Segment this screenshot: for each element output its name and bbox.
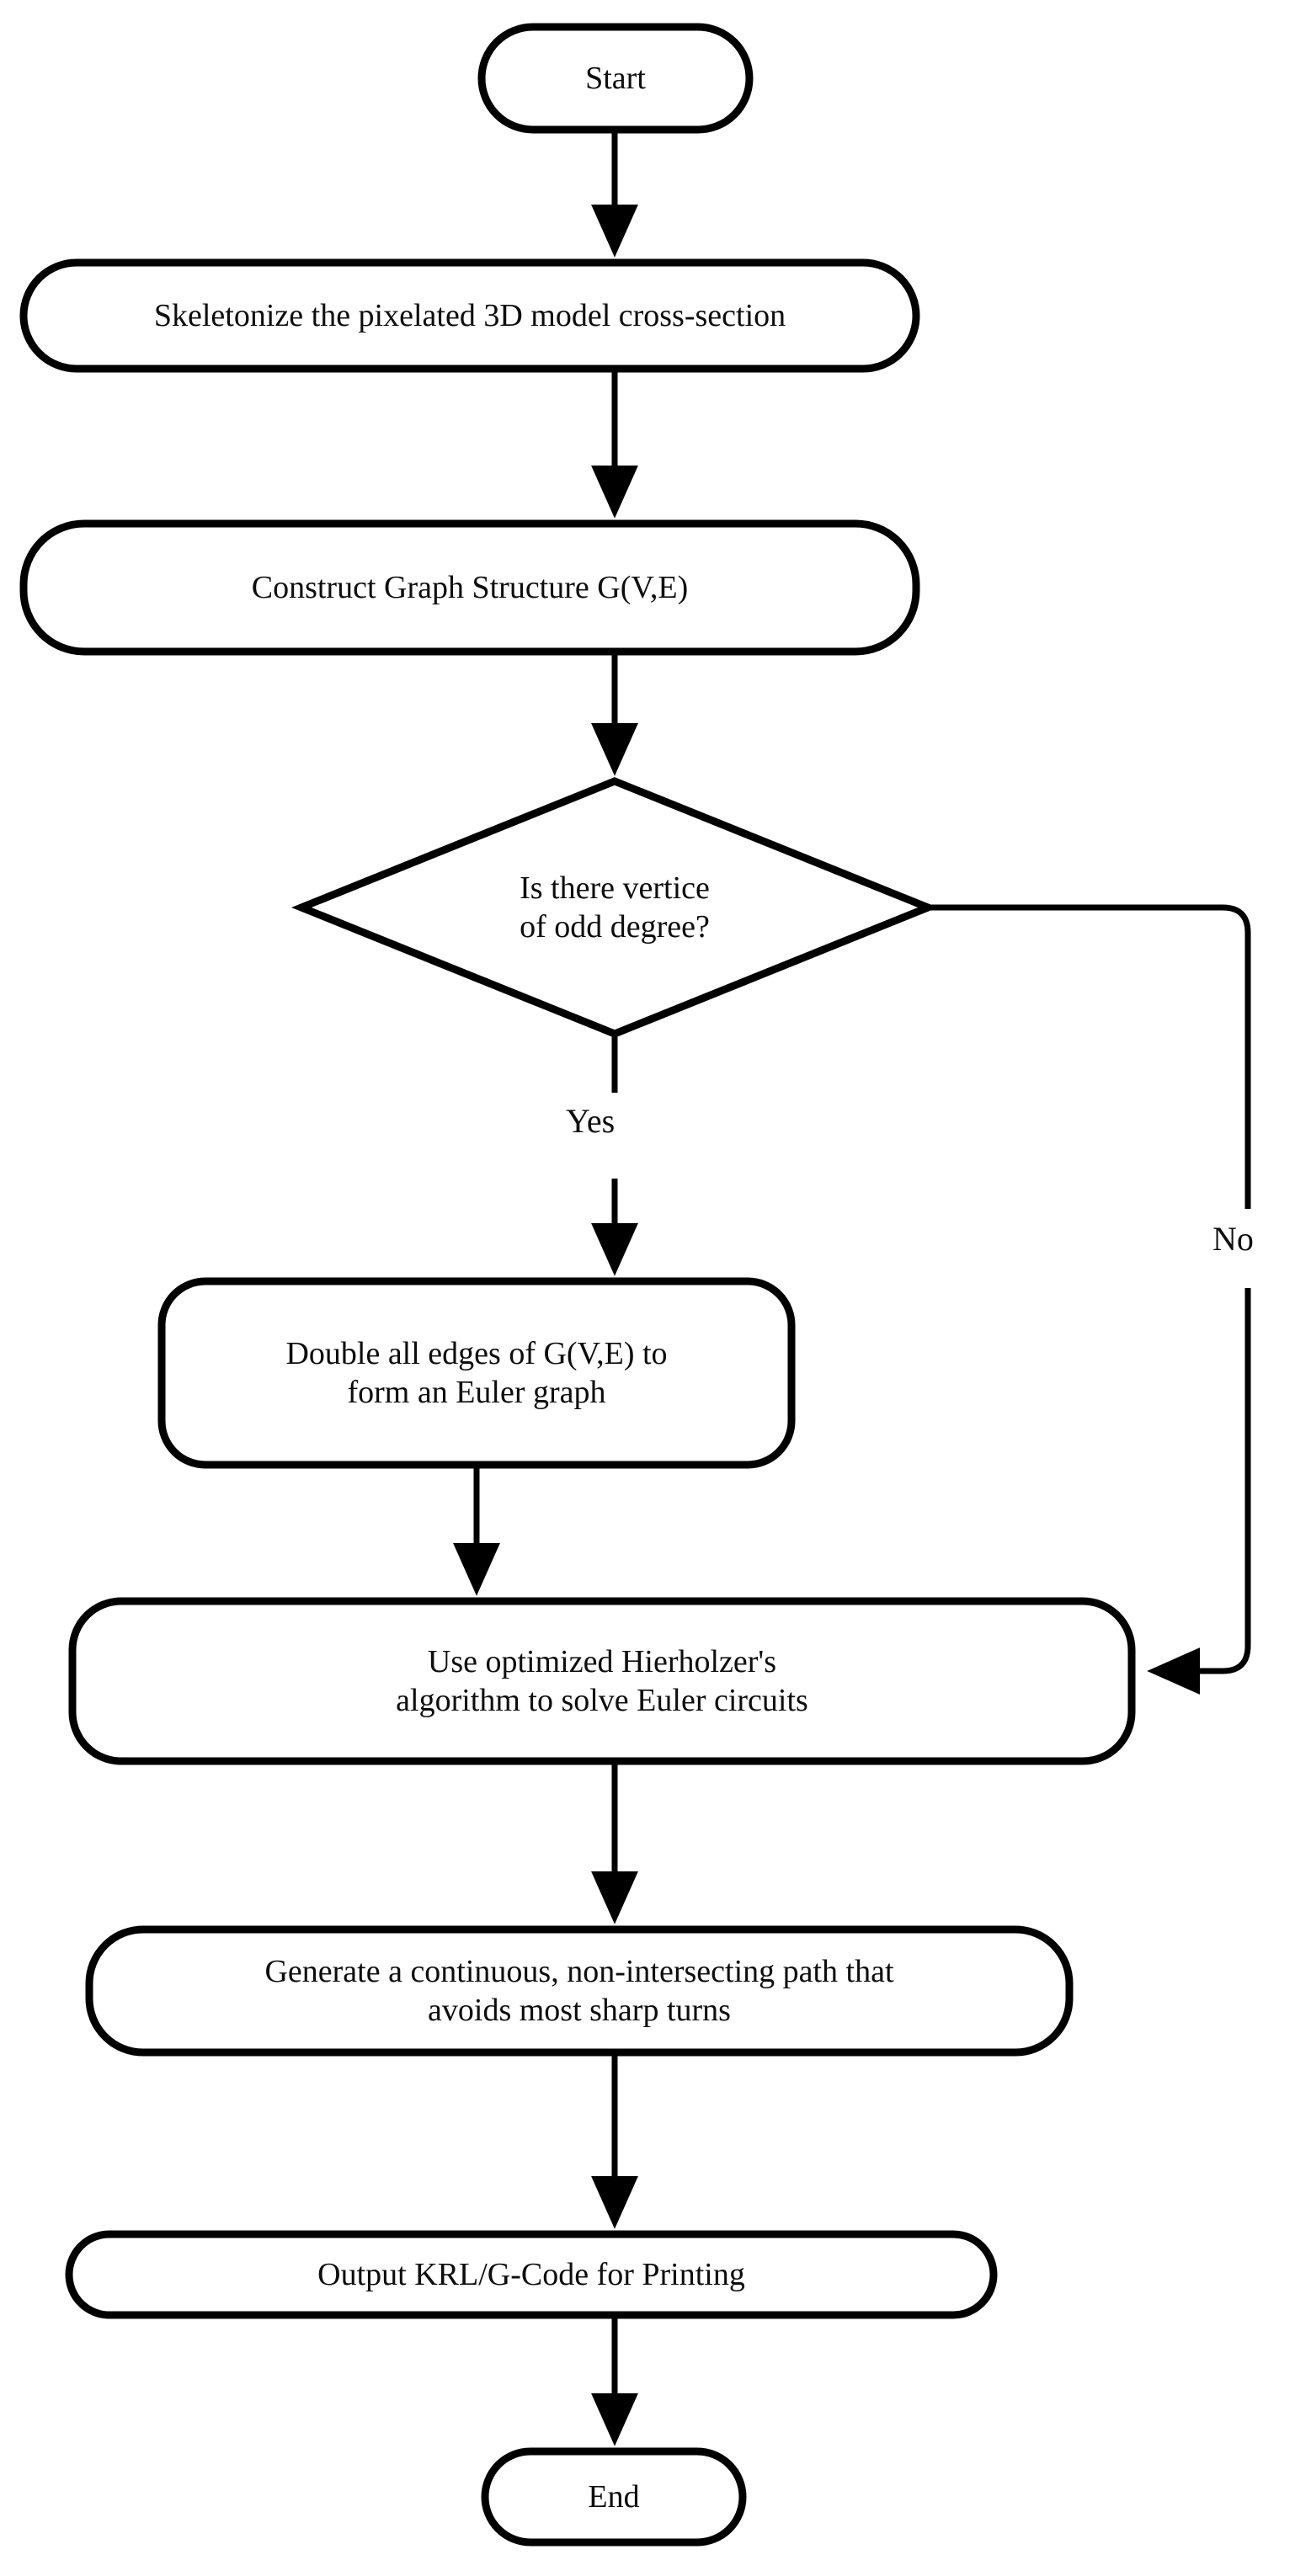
node-shape-skeletonize[interactable] (19, 258, 920, 373)
node-shape-generate-path[interactable] (85, 1925, 1074, 2057)
node-shape-start[interactable] (477, 23, 754, 134)
node-shape-double-edges[interactable] (157, 1277, 796, 1469)
node-shape-output-code[interactable] (65, 2230, 998, 2319)
edge-label-no: No (1212, 1220, 1254, 1258)
connector-decision-no-to-hierholzer (928, 904, 1251, 1209)
node-shape-decision[interactable] (290, 777, 939, 1038)
edge-label-yes: Yes (566, 1102, 616, 1140)
node-shape-hierholzer[interactable] (68, 1597, 1136, 1765)
node-shape-end[interactable] (481, 2447, 747, 2547)
node-shape-construct-graph[interactable] (19, 519, 920, 656)
connector-no-lower-segment (1147, 1288, 1251, 1695)
